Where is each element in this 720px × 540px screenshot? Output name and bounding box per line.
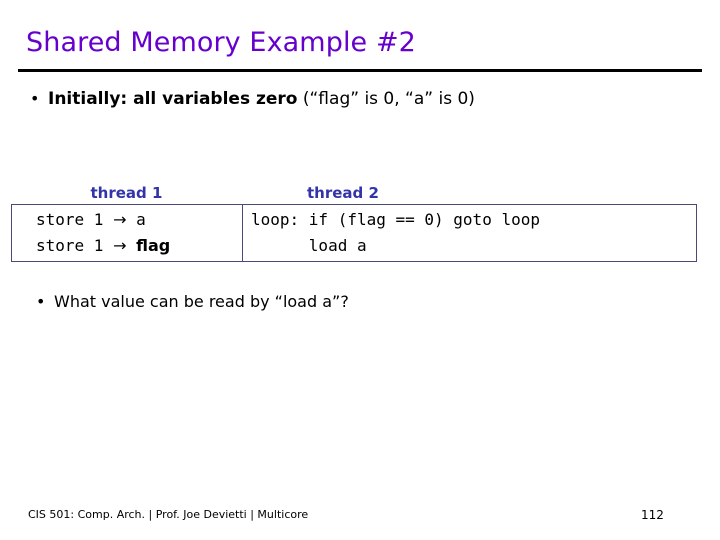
footer-credit: CIS 501: Comp. Arch. | Prof. Joe Deviett… — [28, 508, 309, 521]
code-cell-thread-2: loop: if (flag == 0) goto loop load a — [243, 205, 696, 261]
code-line-t1-2-suffix — [126, 236, 136, 255]
bullet-dot-icon: • — [36, 292, 46, 311]
bullet-initially-text: Initially: all variables zero (“flag” is… — [48, 88, 475, 110]
right-arrow-icon: → — [113, 236, 127, 255]
page-title: Shared Memory Example #2 — [26, 27, 416, 58]
bullet-initially-bold: Initially: all variables zero — [48, 89, 298, 109]
code-line-t2-2: load a — [251, 236, 367, 255]
code-line-t1-1: store 1 → a — [36, 207, 242, 233]
code-line-t1-1-suffix: a — [126, 210, 146, 229]
bullet-dot-icon: • — [30, 89, 40, 108]
thread-2-header: thread 2 — [307, 184, 379, 202]
code-table: store 1 → a store 1 → flag loop: if (fla… — [11, 204, 697, 262]
code-line-t2-1: loop: if (flag == 0) goto loop — [251, 210, 540, 229]
code-line-t1-2-prefix: store 1 — [36, 236, 114, 255]
code-cell-thread-1: store 1 → a store 1 → flag — [12, 205, 243, 261]
code-line-t1-2-flag: flag — [136, 236, 171, 255]
right-arrow-icon: → — [113, 210, 127, 229]
code-line-t1-2: store 1 → flag — [36, 233, 242, 259]
page-number: 112 — [641, 508, 664, 522]
title-divider — [18, 69, 702, 72]
bullet-question: • What value can be read by “load a”? — [36, 291, 349, 313]
bullet-question-text: What value can be read by “load a”? — [54, 292, 349, 311]
bullet-initially: • Initially: all variables zero (“flag” … — [30, 88, 475, 110]
thread-1-header: thread 1 — [90, 184, 163, 202]
code-line-t1-1-prefix: store 1 — [36, 210, 114, 229]
bullet-initially-plain: (“flag” is 0, “a” is 0) — [297, 89, 475, 109]
